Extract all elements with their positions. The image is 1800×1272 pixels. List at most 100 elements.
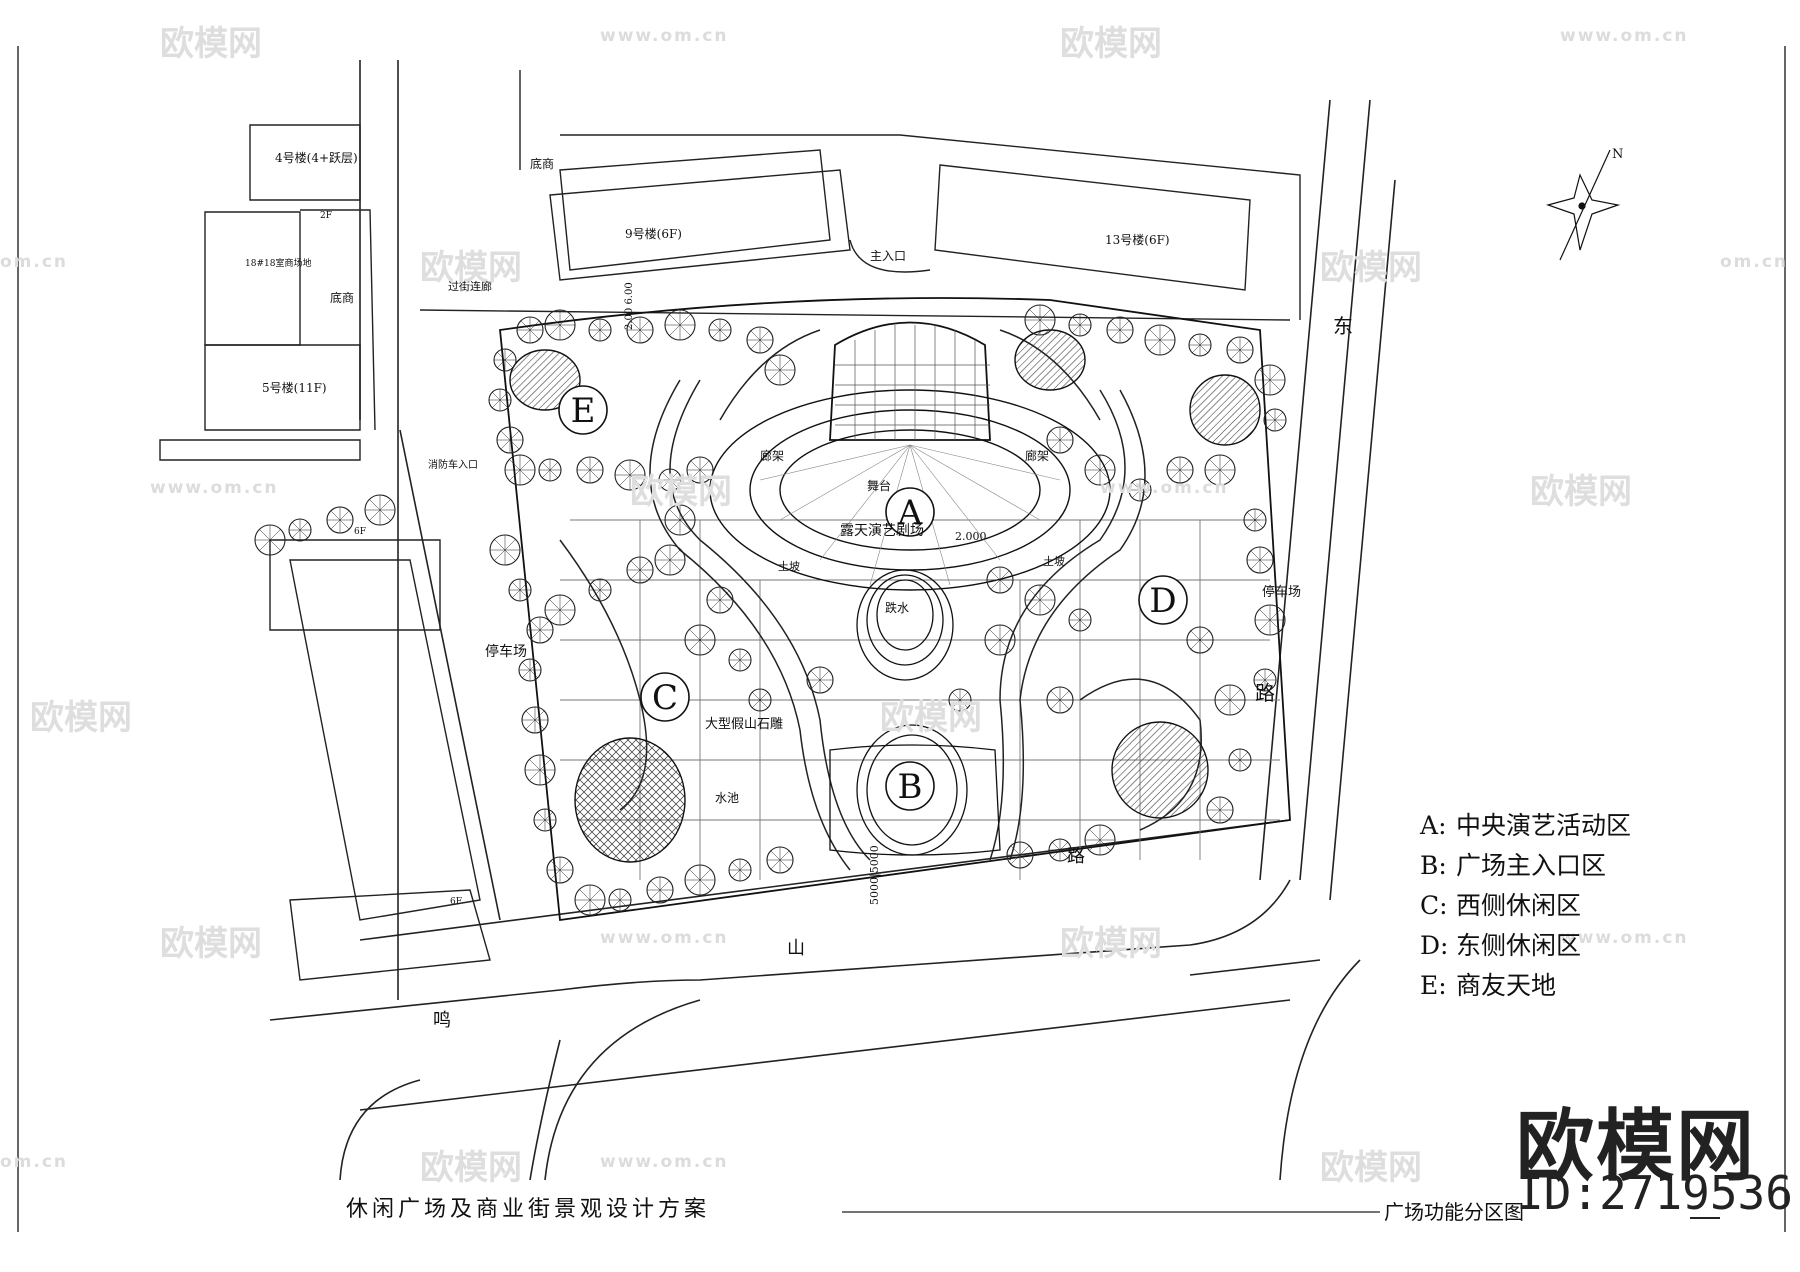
tree-branch — [732, 862, 748, 878]
watermark-url: www.om.cn — [150, 478, 279, 498]
label-6f-a: 6F — [354, 527, 366, 537]
watermark-logo: 欧模网 — [160, 924, 262, 964]
tree-branch — [810, 670, 830, 690]
tree-branch — [1029, 589, 1051, 611]
tree-branch — [1257, 672, 1273, 688]
label-bldg18: 18#18室商场地 — [245, 257, 311, 269]
tree-branch — [529, 759, 551, 781]
tree-branch — [989, 629, 1011, 651]
tree-branch — [1230, 340, 1250, 360]
zone-letter-a: A — [897, 493, 923, 533]
tree-branch — [612, 892, 628, 908]
watermark-logo: 欧模网 — [1320, 248, 1422, 288]
zone-marker-b: B — [885, 761, 935, 811]
tree-branch — [1149, 329, 1171, 351]
tree-branch — [1132, 482, 1148, 498]
label-bldg4: 4号楼(4+跃层) — [275, 150, 358, 165]
theatre — [709, 321, 1111, 591]
tree-branch — [1209, 459, 1231, 481]
tree-branch — [659, 549, 681, 571]
tree-branch — [1192, 337, 1208, 353]
label-dim-top: 2.00 6.00 — [624, 282, 635, 330]
tree-branch — [1267, 412, 1283, 428]
tree-branch — [750, 330, 770, 350]
tree-branch — [520, 320, 540, 340]
zone-letter-e: E — [571, 391, 596, 431]
zone-letter-c: C — [652, 678, 678, 718]
tree-branch — [710, 590, 730, 610]
watermark-logo: 欧模网 — [420, 1148, 522, 1188]
watermark-url: www.om.cn — [1100, 478, 1229, 498]
tree-branch — [732, 652, 748, 668]
tree-branch — [292, 522, 308, 538]
zone-legend: A:中央演艺活动区 B:广场主入口区 C:西侧休闲区 D:东侧休闲区 E:商友天… — [1420, 806, 1680, 1006]
tree-branch — [630, 320, 650, 340]
label-rockery: 大型假山石雕 — [705, 717, 783, 732]
drawing-subtitle: 广场功能分区图 — [1384, 1200, 1524, 1224]
tree-branch — [497, 352, 513, 368]
tree-branch — [492, 392, 508, 408]
tree-branch — [1089, 459, 1111, 481]
label-shop2: 底商 — [330, 290, 354, 305]
brand-id: ID:2719536 — [1516, 1166, 1793, 1220]
zone-letter-d: D — [1149, 581, 1176, 621]
label-bldg13: 13号楼(6F) — [1105, 232, 1170, 247]
label-fire-entrance: 消防车入口 — [428, 458, 478, 471]
tree-branch — [689, 869, 711, 891]
zone-marker-a: A — [885, 487, 935, 537]
tree-branch — [1219, 689, 1241, 711]
plaza-boundary — [499, 297, 1291, 922]
label-dim-bottom: 5000|5000 — [868, 845, 882, 905]
zone-letter-b: B — [898, 767, 923, 807]
legend-row-e: E:商友天地 — [1420, 971, 1557, 1000]
tree-branch — [752, 692, 768, 708]
fountain-rings — [856, 569, 954, 681]
tree-branch — [537, 812, 553, 828]
watermark-url: www.om.cn — [1560, 26, 1689, 46]
label-shop: 底商 — [530, 156, 554, 171]
ne-oval — [1014, 329, 1086, 391]
tree-branch — [1072, 317, 1088, 333]
label-bldg9: 9号楼(6F) — [625, 226, 682, 241]
watermark-logo: 欧模网 — [630, 472, 732, 512]
tree-branch — [522, 662, 538, 678]
tree-branch — [500, 430, 520, 450]
tree-branch — [1259, 369, 1281, 391]
brand-logo: 欧模网 — [1516, 1102, 1757, 1192]
tree-branch — [1050, 690, 1070, 710]
tree-branch — [1010, 845, 1030, 865]
tree-branch — [769, 359, 791, 381]
tree-branch — [592, 322, 608, 338]
watermark-url: om.cn — [1720, 252, 1789, 272]
tree-branch — [549, 314, 571, 336]
watermark-logo: 欧模网 — [880, 698, 982, 738]
road-label-shan: 山 — [787, 938, 805, 959]
legend-row-b: B:广场主入口区 — [1420, 851, 1607, 880]
tree-branch — [330, 510, 350, 530]
tree-branch — [592, 582, 608, 598]
tree-branch — [1072, 612, 1088, 628]
label-stage: 舞台 — [867, 478, 891, 493]
tree-branch — [1170, 460, 1190, 480]
label-fountain: 跌水 — [885, 600, 909, 615]
plan-labels: 底商 底商 9号楼(6F) 13号楼(6F) 4号楼(4+跃层) 5号楼(11F… — [245, 150, 1353, 1031]
label-main-entrance: 主入口 — [870, 249, 906, 263]
tree-branch — [770, 850, 790, 870]
tree-branch — [619, 464, 641, 486]
tree-branch — [509, 459, 531, 481]
legend-row-d: D:东侧休闲区 — [1420, 931, 1582, 960]
entrance-ovals — [829, 724, 1001, 856]
north-arrow-icon: N — [1545, 147, 1623, 261]
label-parking-west: 停车场 — [485, 643, 527, 660]
watermark-url: www.om.cn — [600, 26, 729, 46]
label-level: 2.000 — [955, 530, 987, 543]
tree-branch — [1247, 512, 1263, 528]
tree-branch — [549, 599, 571, 621]
watermark-url: om.cn — [0, 1152, 69, 1172]
label-slope-west: 土坡 — [778, 560, 800, 573]
label-corridor: 过街连廊 — [448, 279, 492, 293]
tree-branch — [542, 462, 558, 478]
watermark-logo: 欧模网 — [1530, 472, 1632, 512]
legend-row-a: A:中央演艺活动区 — [1420, 811, 1632, 840]
watermark-logo: 欧模网 — [160, 24, 262, 64]
